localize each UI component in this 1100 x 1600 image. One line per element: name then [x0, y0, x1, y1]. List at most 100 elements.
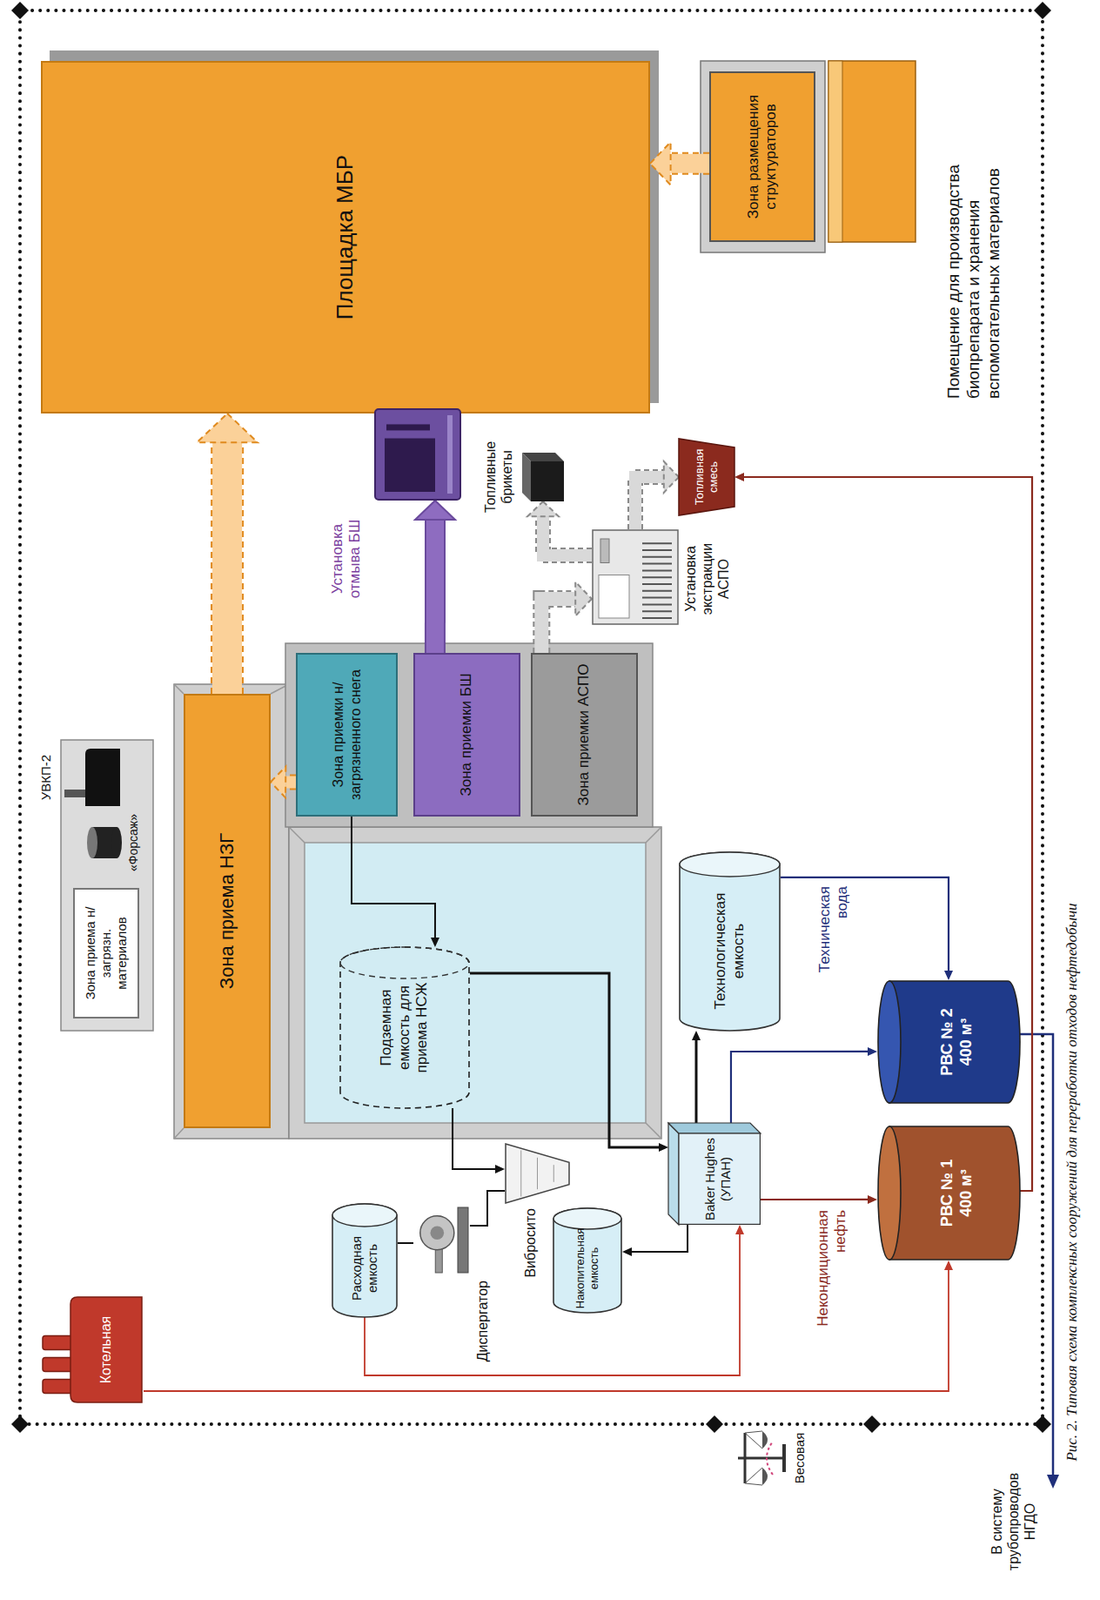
node-text: РВС № 1 400 м³ — [938, 1151, 976, 1235]
scale-arc — [766, 1441, 773, 1475]
pipe-line — [734, 472, 1033, 1191]
washing-unit-outline — [374, 408, 462, 501]
node-text: Зона приемки БШ — [457, 673, 476, 797]
node-text: Весовая — [791, 1422, 808, 1493]
arrow-body — [212, 442, 242, 694]
pipe-path — [452, 1107, 496, 1169]
arrow-head — [430, 937, 440, 947]
node-text: Baker Hughes (УПАН) — [702, 1136, 734, 1221]
arrow-head — [867, 1194, 878, 1204]
scale-base — [782, 1443, 786, 1472]
flow-label: Техническая вода — [816, 885, 852, 1000]
zone-box: Зона размещения структураторов — [709, 71, 816, 242]
arrow-outline — [424, 519, 446, 653]
storage-tank: РВС № 2 400 м³ — [877, 979, 1020, 1104]
vent-line — [642, 556, 672, 558]
pipe-line — [731, 1046, 878, 1123]
hopper-outline — [678, 438, 735, 516]
unit-base — [447, 415, 453, 494]
flow-arrow — [196, 413, 258, 694]
node-text: Технологическая емкость — [711, 878, 748, 1024]
arrow-body — [635, 476, 665, 530]
vent-line — [642, 563, 672, 565]
pipe-line — [780, 877, 953, 980]
arrow-body — [541, 598, 576, 653]
storage-tank: РВС № 1 400 м³ — [877, 1125, 1020, 1261]
cylinder-body — [679, 851, 780, 1031]
vent-line — [642, 610, 672, 612]
vent-line — [642, 583, 672, 585]
arrow-head — [575, 581, 592, 616]
box-side — [522, 452, 564, 462]
vent-line — [642, 590, 672, 592]
arrow-outline — [670, 152, 710, 175]
node-text: РВС № 2 400 м³ — [938, 1000, 976, 1083]
vent-line — [642, 549, 672, 551]
flow-arrow — [415, 500, 456, 653]
cylinder-body — [332, 1203, 397, 1317]
weighbridge-icon-outline — [731, 1427, 789, 1489]
unit-knob — [600, 538, 610, 564]
boiler-house: Котельная — [40, 1294, 144, 1404]
arrow-head — [735, 1224, 745, 1235]
cylinder-body — [340, 946, 470, 1108]
pipe-line — [691, 1030, 701, 1123]
figure-caption: Рис. 2. Типовая схема комплексных сооруж… — [1063, 790, 1081, 1574]
pipe-path — [469, 1190, 505, 1226]
pipe-path — [469, 972, 659, 1147]
cylinder-end — [553, 1207, 622, 1229]
storage-building — [700, 60, 916, 253]
arrow-head — [691, 1030, 701, 1040]
vent-line — [642, 617, 672, 619]
node-text: Площадка МБР — [331, 154, 359, 320]
pipe-path — [364, 1234, 740, 1375]
pipe-path — [695, 1039, 698, 1123]
disperser-icon: Диспергатор — [413, 1203, 470, 1276]
arrow-head — [650, 141, 671, 185]
disperser-icon-outline — [413, 1203, 470, 1276]
pipe-path — [760, 1198, 868, 1201]
pipe-path — [631, 1224, 688, 1252]
zone-box: Зона приемки БШ — [413, 652, 521, 817]
scale-beam — [744, 1432, 747, 1483]
arrow-outline — [635, 476, 665, 530]
cylinder-body — [553, 1207, 622, 1313]
cylinder-end — [340, 946, 470, 979]
arrow-head — [270, 766, 286, 799]
node-text: Котельная — [97, 1315, 115, 1383]
export-pipe — [1019, 1033, 1060, 1489]
pipe-line — [469, 1190, 505, 1226]
unit-body — [592, 529, 678, 624]
flow-arrow — [635, 461, 679, 530]
node-text: Расходная емкость — [348, 1224, 381, 1312]
box-side — [668, 1122, 761, 1134]
arrow-head — [944, 970, 953, 980]
sieve-icon-outline — [504, 1142, 571, 1204]
cylinder-body — [889, 980, 1020, 1103]
pipe-path — [731, 1051, 868, 1123]
box-top — [668, 1122, 679, 1225]
node-text: Зона приема НЗГ — [215, 832, 239, 989]
building-label: Помещение для производства биопрепарата … — [944, 137, 1004, 399]
cylinder-top — [878, 1126, 901, 1260]
arrow-outline — [543, 516, 592, 556]
node-text: Зона приема н/загрязн. материалов — [82, 896, 130, 1010]
node-text: Зона размещения структураторов — [744, 80, 781, 234]
arrow-head — [196, 413, 258, 443]
vent-line — [642, 542, 672, 544]
site-boundary — [20, 10, 1043, 1424]
arrow-outline — [285, 773, 296, 790]
equipment-label: «Форсаж» — [126, 805, 141, 879]
arrow-head — [734, 472, 745, 482]
tank-cylinder: Расходная емкость — [331, 1203, 398, 1317]
pipe-path — [744, 476, 1033, 1191]
tank-cylinder: Технологическая емкость — [678, 851, 781, 1031]
briquette-icon: Топливные брикеты — [522, 452, 564, 502]
flow-arrow — [527, 501, 592, 556]
sieve-mesh — [553, 1164, 555, 1182]
unit-slot — [386, 423, 430, 430]
washing-unit: Установка отмыва БШ — [374, 408, 462, 501]
arrow-head — [527, 501, 559, 517]
sieve-icon: Вибросито — [504, 1142, 571, 1204]
reception-box: Зона приема н/загрязн. материалов — [73, 887, 140, 1019]
